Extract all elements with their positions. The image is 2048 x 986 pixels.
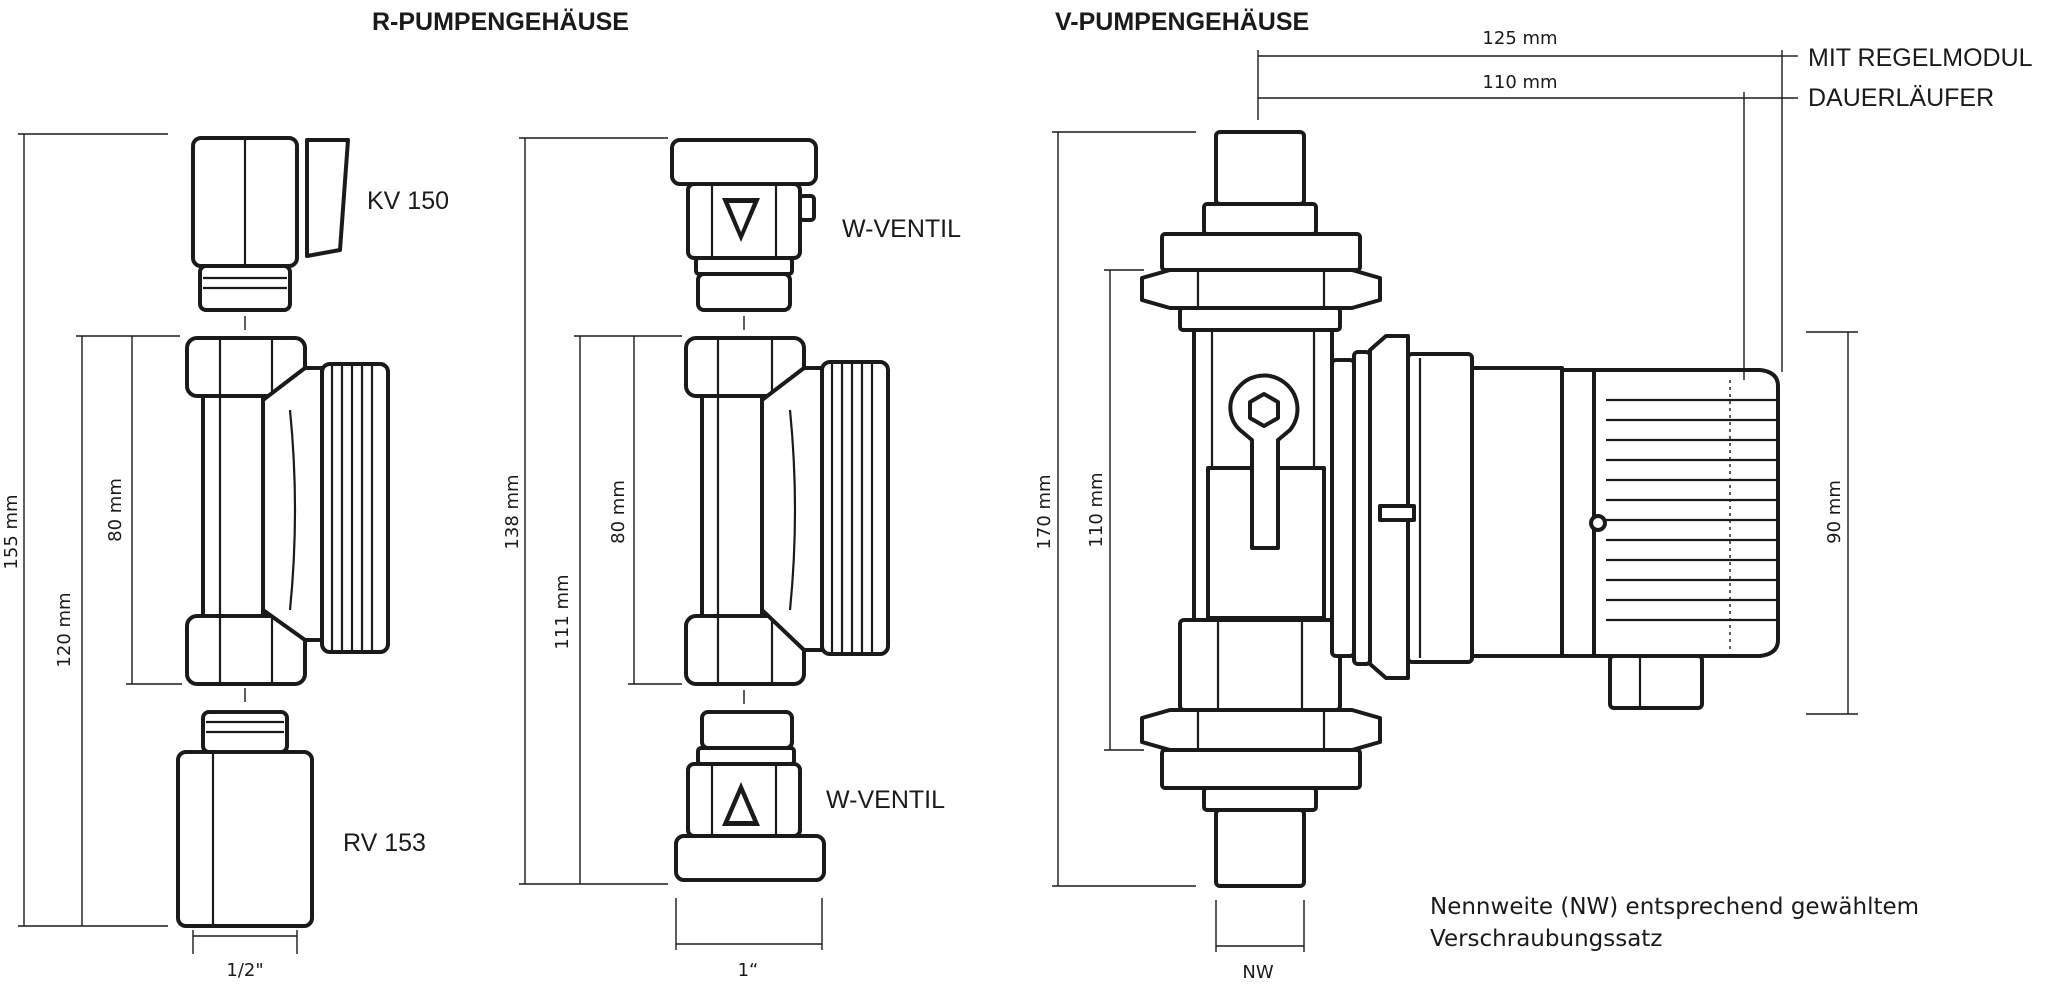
r-pump-body <box>185 336 390 686</box>
v-motor-height-label: 90 mm <box>1824 480 1845 544</box>
note-line-2: Verschraubungssatz <box>1430 926 1662 952</box>
r-width-label: 1/2" <box>226 960 263 981</box>
w-housing-assembly: 138 mm 111 mm 80 mm 1“ W-VENTIL W-VENTIL <box>502 137 961 981</box>
w-total-height-label: 138 mm <box>502 474 523 549</box>
w-dimensions <box>519 137 823 950</box>
mit-regelmodul-label: MIT REGELMODUL <box>1808 44 2033 72</box>
v-width-label: NW <box>1242 962 1273 983</box>
w-ventil-bottom-label: W-VENTIL <box>826 786 945 814</box>
kv150-label: KV 150 <box>367 187 449 215</box>
w-valve-bottom <box>674 710 826 882</box>
v-length-dauer-label: 110 mm <box>1482 72 1557 93</box>
v-total-height-label: 170 mm <box>1034 474 1055 549</box>
w-body-height-label: 80 mm <box>608 480 629 544</box>
dauerlaeufer-label: DAUERLÄUFER <box>1808 84 1994 112</box>
v-housing-heading: V-PUMPENGEHÄUSE <box>1055 8 1309 36</box>
r-body-height-label: 80 mm <box>105 478 126 542</box>
r-dimensions <box>18 133 298 954</box>
v-pump-motor <box>1330 334 1780 710</box>
rv153-label: RV 153 <box>343 829 426 857</box>
w-width-label: 1“ <box>738 960 759 981</box>
v-mid-height-label: 110 mm <box>1086 472 1107 547</box>
v-valve-handle <box>1228 373 1300 550</box>
w-mid-height-label: 111 mm <box>552 574 573 649</box>
r-mid-height-label: 120 mm <box>54 592 75 667</box>
kv150-valve <box>191 136 350 312</box>
note-line-1: Nennweite (NW) entsprechend gewähltem <box>1430 894 1919 920</box>
w-valve-top <box>670 138 818 312</box>
v-length-regel-label: 125 mm <box>1482 28 1557 49</box>
w-pump-body <box>684 336 890 686</box>
v-dimensions <box>1052 50 1858 952</box>
r-total-height-label: 155 mm <box>1 494 22 569</box>
r-housing-assembly: 155 mm 120 mm 80 mm 1/2" KV 150 RV 153 <box>1 133 449 981</box>
rv153-valve <box>176 710 314 928</box>
r-housing-heading: R-PUMPENGEHÄUSE <box>372 8 629 36</box>
w-ventil-top-label: W-VENTIL <box>842 215 961 243</box>
v-housing-assembly: 170 mm 110 mm 90 mm 125 mm 110 mm NW MIT… <box>1034 28 2033 983</box>
